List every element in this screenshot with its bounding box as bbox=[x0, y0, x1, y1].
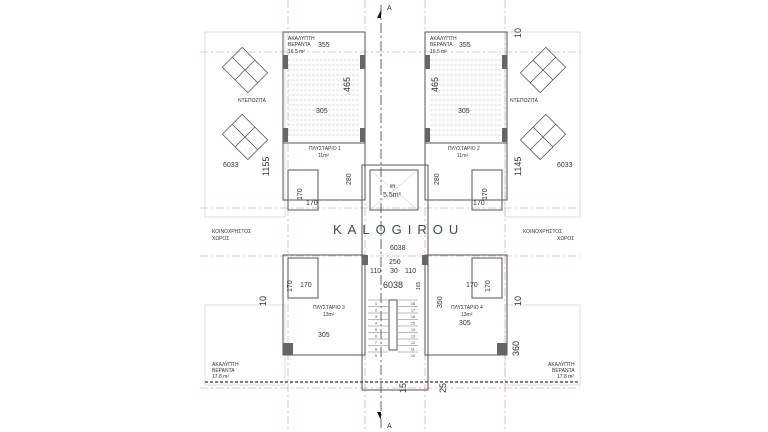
unit-4: 170 170 ΠΛΥΣΤΑΡΙΟ 4 13m² 305 350 bbox=[437, 280, 492, 327]
dimension: 355 bbox=[318, 42, 330, 49]
dimension: 170 bbox=[297, 188, 304, 200]
lift-area: 5.5m² bbox=[383, 192, 402, 199]
dimension: 1145 bbox=[513, 157, 523, 176]
veranda-area: 16.5 m² bbox=[288, 49, 305, 55]
room-area: 13m² bbox=[323, 312, 335, 318]
dimension: 110 bbox=[405, 268, 416, 275]
unit-1: ΑΚΑΛΥΠΤΗ ΒΕΡΑΝΤΑ 16.5 m² 355 465 305 ΠΛΥ… bbox=[288, 36, 353, 207]
sunbed-icons bbox=[221, 46, 567, 161]
common-area-label: ΚΟΙΝΟΧΡΗΣΤΟΣ bbox=[212, 229, 251, 235]
stair-step-number: 1 bbox=[375, 302, 377, 306]
veranda-area: 17.8 m² bbox=[557, 374, 574, 380]
stair-step-number: 18 bbox=[411, 302, 415, 306]
dimension: 170 bbox=[485, 280, 492, 292]
stair-step-number: 7 bbox=[375, 341, 377, 345]
dimension: 30 bbox=[390, 268, 398, 275]
watermark-logo: KALOGIROU bbox=[333, 222, 464, 237]
dimension: 170 bbox=[473, 200, 485, 207]
stair-step-number: 16 bbox=[411, 315, 415, 319]
level-marker: 6038 bbox=[383, 280, 403, 290]
unit-3: 170 170 ΠΛΥΣΤΑΡΙΟ 3 13m² 305 bbox=[287, 280, 345, 339]
room-label: ΠΛΥΣΤΑΡΙΟ 1 bbox=[309, 146, 341, 152]
veranda-label: ΑΚΑΛΥΠΤΗ bbox=[288, 36, 315, 42]
veranda-label: ΑΚΑΛΥΠΤΗ bbox=[548, 362, 575, 368]
dimension: 25 bbox=[438, 383, 448, 393]
stair-step-number: 6 bbox=[375, 335, 377, 339]
dimension: 1155 bbox=[261, 157, 271, 176]
level-marker: 6033 bbox=[223, 162, 239, 169]
veranda-label: ΑΚΑΛΥΠΤΗ bbox=[212, 362, 239, 368]
dimension: 305 bbox=[316, 108, 328, 115]
stair-step-number: 11 bbox=[411, 348, 415, 352]
stair-step-number: 17 bbox=[411, 309, 415, 313]
level-marker: 6038 bbox=[390, 245, 406, 252]
veranda-label: ΒΕΡΑΝΤΑ bbox=[288, 42, 311, 48]
stair-step-number: 14 bbox=[411, 328, 415, 332]
storage-label: ΝΤΕΠΟΖΙΤΑ bbox=[510, 98, 539, 104]
dimension: 305 bbox=[458, 108, 470, 115]
walls bbox=[204, 31, 581, 391]
veranda-area: 17.8 m² bbox=[212, 374, 229, 380]
stairs: 1 18 2 17 3 16 4 15 5 14 6 13 7 12 8 11 9 10 bbox=[368, 299, 418, 358]
dimension: 170 bbox=[466, 282, 478, 289]
dimension: 110 bbox=[370, 268, 381, 275]
room-label: ΠΛΥΣΤΑΡΙΟ 4 bbox=[451, 305, 483, 311]
dimension: 350 bbox=[437, 296, 444, 308]
room-area: 11m² bbox=[318, 153, 329, 159]
dimension: 10 bbox=[513, 28, 523, 38]
veranda-area: 16.5 m² bbox=[430, 49, 447, 55]
veranda-label: ΒΕΡΑΝΤΑ bbox=[552, 368, 575, 374]
common-area-label: ΧΩΡΟΣ bbox=[212, 236, 229, 242]
stair-well bbox=[388, 299, 398, 351]
lift-label: lift bbox=[390, 184, 396, 190]
dimension: 170 bbox=[287, 280, 294, 292]
veranda-hatch bbox=[288, 59, 502, 136]
dimension: 170 bbox=[300, 282, 312, 289]
stair-step-number: 12 bbox=[411, 341, 415, 345]
room-area: 11m² bbox=[457, 153, 468, 159]
common-area-label: ΚΟΙΝΟΧΡΗΣΤΟΣ bbox=[523, 229, 562, 235]
dimension: 360 bbox=[511, 341, 521, 356]
stair-step-number: 13 bbox=[411, 335, 415, 339]
common-area-label: ΧΩΡΟΣ bbox=[557, 236, 574, 242]
veranda-label: ΑΚΑΛΥΠΤΗ bbox=[430, 36, 457, 42]
stair-step-number: 3 bbox=[375, 315, 377, 319]
dimension: 305 bbox=[459, 320, 471, 327]
room-label: ΠΛΥΣΤΑΡΙΟ 3 bbox=[313, 305, 345, 311]
dimension: 355 bbox=[459, 42, 471, 49]
dimension: 15 bbox=[398, 383, 408, 393]
dimension: 10 bbox=[513, 296, 523, 306]
stair-step-number: 10 bbox=[411, 354, 415, 358]
stair-step-number: 2 bbox=[375, 309, 377, 313]
stair-step-number: 4 bbox=[375, 322, 377, 326]
section-marker-top: A bbox=[387, 5, 392, 12]
dimension: 280 bbox=[434, 173, 441, 185]
dimension: 465 bbox=[430, 77, 440, 92]
dimension: 305 bbox=[318, 332, 330, 339]
section-arrow-icon bbox=[377, 412, 381, 420]
veranda-label: ΒΕΡΑΝΤΑ bbox=[430, 42, 453, 48]
level-marker: 6033 bbox=[557, 162, 573, 169]
storage-label: ΝΤΕΠΟΖΙΤΑ bbox=[238, 98, 267, 104]
dimension: 170 bbox=[306, 200, 318, 207]
stair-step-number: 15 bbox=[411, 322, 415, 326]
room-label: ΠΛΥΣΤΑΡΙΟ 2 bbox=[448, 146, 480, 152]
stair-step-number: 8 bbox=[375, 348, 377, 352]
dimension: 10 bbox=[258, 296, 268, 306]
dimension: 280 bbox=[346, 173, 353, 185]
dimension: 170 bbox=[482, 188, 489, 200]
veranda-label: ΒΕΡΑΝΤΑ bbox=[212, 368, 235, 374]
section-marker-bottom: A bbox=[387, 423, 392, 430]
room-area: 13m² bbox=[461, 312, 473, 318]
dimension: 165 bbox=[416, 281, 422, 290]
grid-axes bbox=[200, 0, 580, 432]
dimension: 465 bbox=[342, 77, 352, 92]
stair-step-number: 9 bbox=[375, 354, 377, 358]
section-arrow-icon bbox=[377, 10, 381, 18]
dimension: 250 bbox=[389, 259, 401, 266]
unit-2: ΑΚΑΛΥΠΤΗ ΒΕΡΑΝΤΑ 16.5 m² 355 465 305 ΠΛΥ… bbox=[430, 36, 489, 207]
stair-step-number: 5 bbox=[375, 328, 377, 332]
